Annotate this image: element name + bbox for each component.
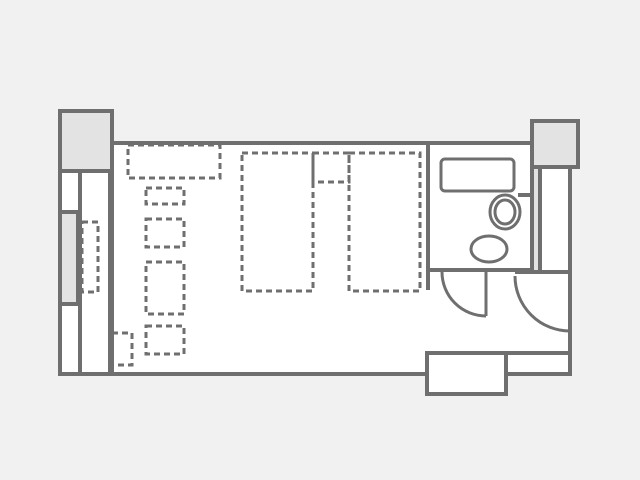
- closet-top-block: [530, 119, 580, 169]
- chair-outline-1: [144, 186, 186, 206]
- toilet-inner: [493, 198, 517, 226]
- sink: [469, 234, 509, 264]
- balcony-shade-strip: [58, 210, 80, 306]
- bed-outline-2: [347, 151, 422, 293]
- cabinet-outline-3: [144, 324, 186, 356]
- cabinet-outline-2: [144, 260, 186, 316]
- bathtub: [439, 157, 516, 193]
- bed-outline-1: [240, 151, 315, 293]
- balcony-top-block: [58, 109, 114, 173]
- cabinet-outline-1: [144, 217, 186, 249]
- window-panel: [78, 169, 112, 376]
- entry-door-swing: [513, 275, 571, 333]
- side-table-outline: [110, 331, 134, 367]
- bathroom-door-swing: [440, 271, 487, 318]
- entrance-block: [425, 351, 508, 396]
- closet-column-inner: [538, 165, 572, 274]
- curtain-outline: [80, 220, 100, 294]
